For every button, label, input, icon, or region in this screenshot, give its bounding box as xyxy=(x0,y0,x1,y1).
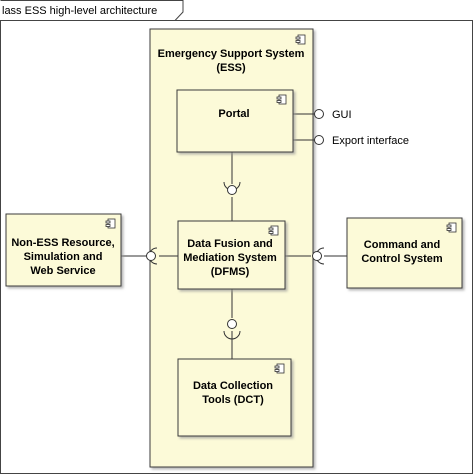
dfms-line3: (DFMS) xyxy=(211,266,250,278)
non-ess-line2: Simulation and xyxy=(24,251,103,263)
command-line1: Command and xyxy=(364,239,440,251)
component-icon xyxy=(295,34,306,45)
dfms-line2: Mediation System xyxy=(183,252,277,264)
non-ess-line3: Web Service xyxy=(30,265,95,277)
assembly-dfms-dct xyxy=(223,319,241,340)
provided-interface-gui xyxy=(314,109,324,119)
dfms-line1: Data Fusion and xyxy=(187,238,273,250)
component-icon xyxy=(446,222,457,233)
dct-component[interactable]: Data Collection Tools (DCT) xyxy=(177,358,292,437)
component-icon xyxy=(276,94,287,105)
assembly-portal-dfms xyxy=(223,181,241,195)
gui-label: GUI xyxy=(332,109,352,121)
non-ess-line1: Non-ESS Resource, xyxy=(11,237,114,249)
portal-component[interactable]: Portal xyxy=(176,89,294,153)
connectors xyxy=(121,113,347,359)
assembly-dfms-command xyxy=(312,247,325,265)
dfms-component[interactable]: Data Fusion and Mediation System (DFMS) xyxy=(177,220,286,290)
dct-line1: Data Collection xyxy=(193,380,273,392)
component-icon xyxy=(274,363,285,374)
ess-abbrev: (ESS) xyxy=(216,62,246,74)
export-interface-label: Export interface xyxy=(332,135,409,147)
component-icon xyxy=(268,225,279,236)
portal-label: Portal xyxy=(218,108,249,120)
command-control-component[interactable]: Command and Control System xyxy=(346,217,463,289)
component-icon xyxy=(105,218,116,229)
assembly-noness-dfms xyxy=(146,247,158,265)
provided-interface-export xyxy=(314,135,324,145)
ess-title: Emergency Support System xyxy=(158,48,305,60)
command-line2: Control System xyxy=(361,253,443,265)
dct-line2: Tools (DCT) xyxy=(202,394,264,406)
diagram-title: lass ESS high-level architecture xyxy=(2,5,157,17)
non-ess-component[interactable]: Non-ESS Resource, Simulation and Web Ser… xyxy=(5,213,122,287)
